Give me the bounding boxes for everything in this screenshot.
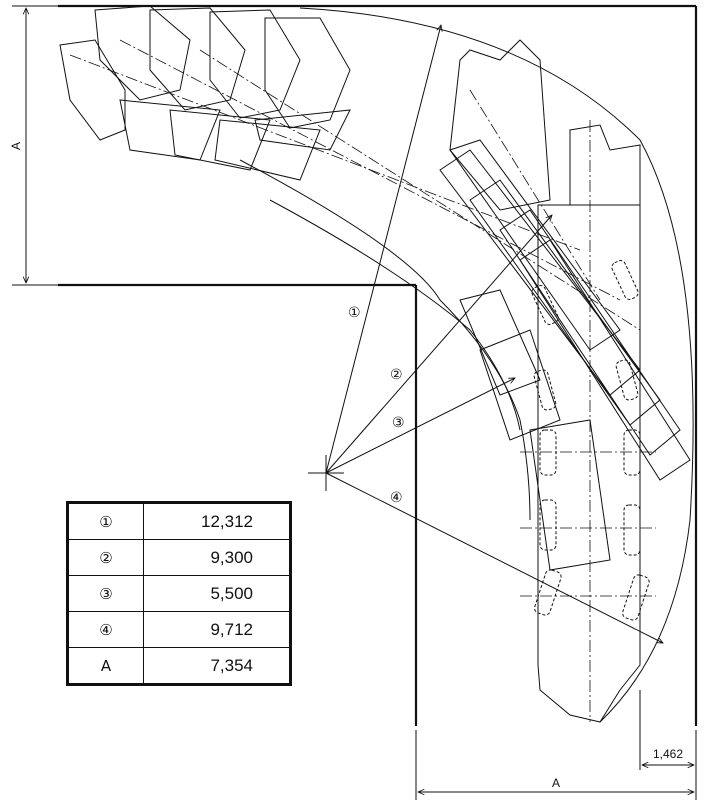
radius-marker-2: ②: [390, 367, 403, 383]
outer-envelope-arc: [239, 7, 694, 723]
table-value: 12,312: [143, 502, 291, 540]
table-value: 5,500: [143, 575, 291, 612]
table-key: ④: [67, 611, 144, 648]
bottom-dimension-label: A: [552, 776, 560, 790]
table-row: ④ 9,712: [67, 611, 291, 648]
final-vehicle-position: [537, 204, 641, 723]
turning-center-cross: [308, 455, 344, 491]
left-dimension: [12, 5, 58, 286]
radius-line-2: [325, 215, 552, 474]
table-key: ②: [67, 539, 144, 576]
radius-line-4: [325, 472, 663, 643]
table-value: 7,354: [143, 647, 291, 685]
table-key: A: [67, 647, 144, 685]
table-value: 9,300: [143, 539, 291, 576]
bottom-dimension: [415, 730, 697, 800]
radius-lines: [325, 25, 663, 643]
center-lines: [69, 39, 656, 722]
table-value: 9,712: [143, 611, 291, 648]
radius-marker-3: ③: [392, 415, 405, 431]
radius-marker-4: ④: [390, 490, 403, 506]
radius-line-1: [325, 25, 441, 474]
corridor-walls: [58, 4, 698, 726]
offset-dimension: [639, 690, 694, 770]
radius-marker-1: ①: [348, 305, 361, 321]
offset-dimension-label: 1,462: [653, 747, 683, 761]
table-row: ① 12,312: [67, 502, 291, 540]
inner-envelope-arc: [239, 159, 531, 521]
table-row: A 7,354: [67, 647, 291, 685]
radius-table: ① 12,312 ② 9,300 ③ 5,500 ④ 9,712 A 7,354: [66, 501, 292, 686]
vehicle-positions: [59, 5, 691, 723]
left-dimension-label: A: [9, 142, 23, 150]
table-key: ③: [67, 575, 144, 612]
table-row: ② 9,300: [67, 539, 291, 576]
table-key: ①: [67, 502, 144, 540]
table-row: ③ 5,500: [67, 575, 291, 612]
radius-line-3: [325, 378, 515, 474]
